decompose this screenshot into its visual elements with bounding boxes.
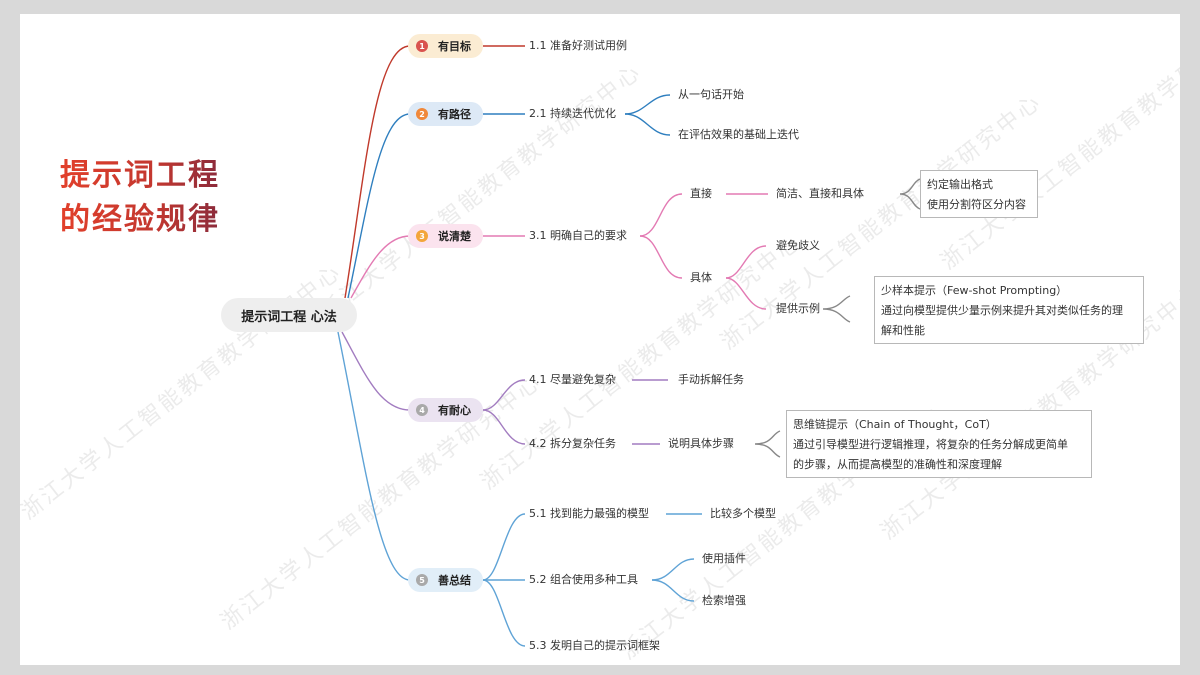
root-node: 提示词工程 心法 [221,298,357,332]
link-root-b1 [344,45,411,299]
link-b3-direct [639,193,683,237]
link-root-b2 [347,113,411,299]
link-b5-3 [482,579,526,647]
note-few-shot: 少样本提示（Few-shot Prompting） 通过向模型提供少量示例来提升… [874,276,1144,344]
node-direct-concise: 简洁、直接和具体 [776,187,864,200]
link-b5-2-sub1 [651,558,695,581]
link-specific-example [725,277,767,310]
slide: 浙江大学人工智能教育教学研究中心 浙江大学人工智能教育教学研究中心 浙江大学人工… [20,14,1180,665]
node-4-2-a: 说明具体步骤 [668,437,734,450]
bracket-example-notes [822,295,851,323]
node-2-1: 2.1 持续迭代优化 [529,107,616,120]
note-line: 约定输出格式 [927,178,993,191]
node-4-2: 4.2 拆分复杂任务 [529,437,616,450]
branch-number-badge: 3 [416,230,428,242]
link-specific-ambig [725,245,767,279]
node-5-3: 5.3 发明自己的提示词框架 [529,639,660,652]
node-specific-examples: 提供示例 [776,302,820,315]
branch-label: 善总结 [438,574,471,587]
link-root-b4 [341,331,411,411]
link-b4-2 [482,409,526,445]
node-5-1: 5.1 找到能力最强的模型 [529,507,649,520]
node-3-1-specific: 具体 [690,271,712,284]
link-b5-2-sub2 [651,579,695,602]
note-line: 通过向模型提供少量示例来提升其对类似任务的理 [881,304,1123,317]
note-line: 的步骤，从而提高模型的准确性和深度理解 [793,458,1002,471]
note-line: 解和性能 [881,324,925,337]
link-b3-specific [639,235,683,279]
note-line: 通过引导模型进行逻辑推理，将复杂的任务分解成更简单 [793,438,1068,451]
branch-number-badge: 4 [416,404,428,416]
note-direct: 约定输出格式 使用分割符区分内容 [920,170,1038,218]
branch-node-patience: 4 有耐心 [408,398,483,422]
link-root-b5 [337,331,411,581]
node-1-1: 1.1 准备好测试用例 [529,39,627,52]
branch-label: 说清楚 [438,230,471,243]
node-3-1: 3.1 明确自己的要求 [529,229,627,242]
node-5-2: 5.2 组合使用多种工具 [529,573,638,586]
link-root-b3 [350,235,411,299]
note-line: 使用分割符区分内容 [927,198,1026,211]
page-title-line1: 提示词工程 [60,150,220,194]
branch-label: 有耐心 [438,404,471,417]
note-line: 少样本提示（Few-shot Prompting） [881,284,1068,297]
branch-number-badge: 2 [416,108,428,120]
branch-node-clarity: 3 说清楚 [408,224,483,248]
node-5-2-b: 检索增强 [702,594,746,607]
mindmap-connectors [337,45,921,647]
bracket-cot-notes [754,430,781,458]
node-2-1-a: 从一句话开始 [678,88,744,101]
branch-node-path: 2 有路径 [408,102,483,126]
page-title-line2: 的经验规律 [60,194,220,238]
node-specific-ambiguity: 避免歧义 [776,239,820,252]
branch-node-summary: 5 善总结 [408,568,483,592]
node-5-2-a: 使用插件 [702,552,746,565]
link-b2-sub2 [624,113,671,136]
branch-number-badge: 1 [416,40,428,52]
link-b2-sub1 [624,94,671,115]
note-cot: 思维链提示（Chain of Thought，CoT） 通过引导模型进行逻辑推理… [786,410,1092,478]
branch-label: 有目标 [438,40,471,53]
note-line: 思维链提示（Chain of Thought，CoT） [793,418,997,431]
bracket-direct-notes [899,178,921,210]
node-2-1-b: 在评估效果的基础上迭代 [678,128,799,141]
node-3-1-direct: 直接 [690,187,712,200]
branch-node-goal: 1 有目标 [408,34,483,58]
branch-label: 有路径 [438,108,471,121]
branch-number-badge: 5 [416,574,428,586]
link-b4-1 [482,379,526,411]
link-b5-1 [482,513,526,581]
node-4-1-a: 手动拆解任务 [678,373,744,386]
node-4-1: 4.1 尽量避免复杂 [529,373,616,386]
node-5-1-a: 比较多个模型 [710,507,776,520]
